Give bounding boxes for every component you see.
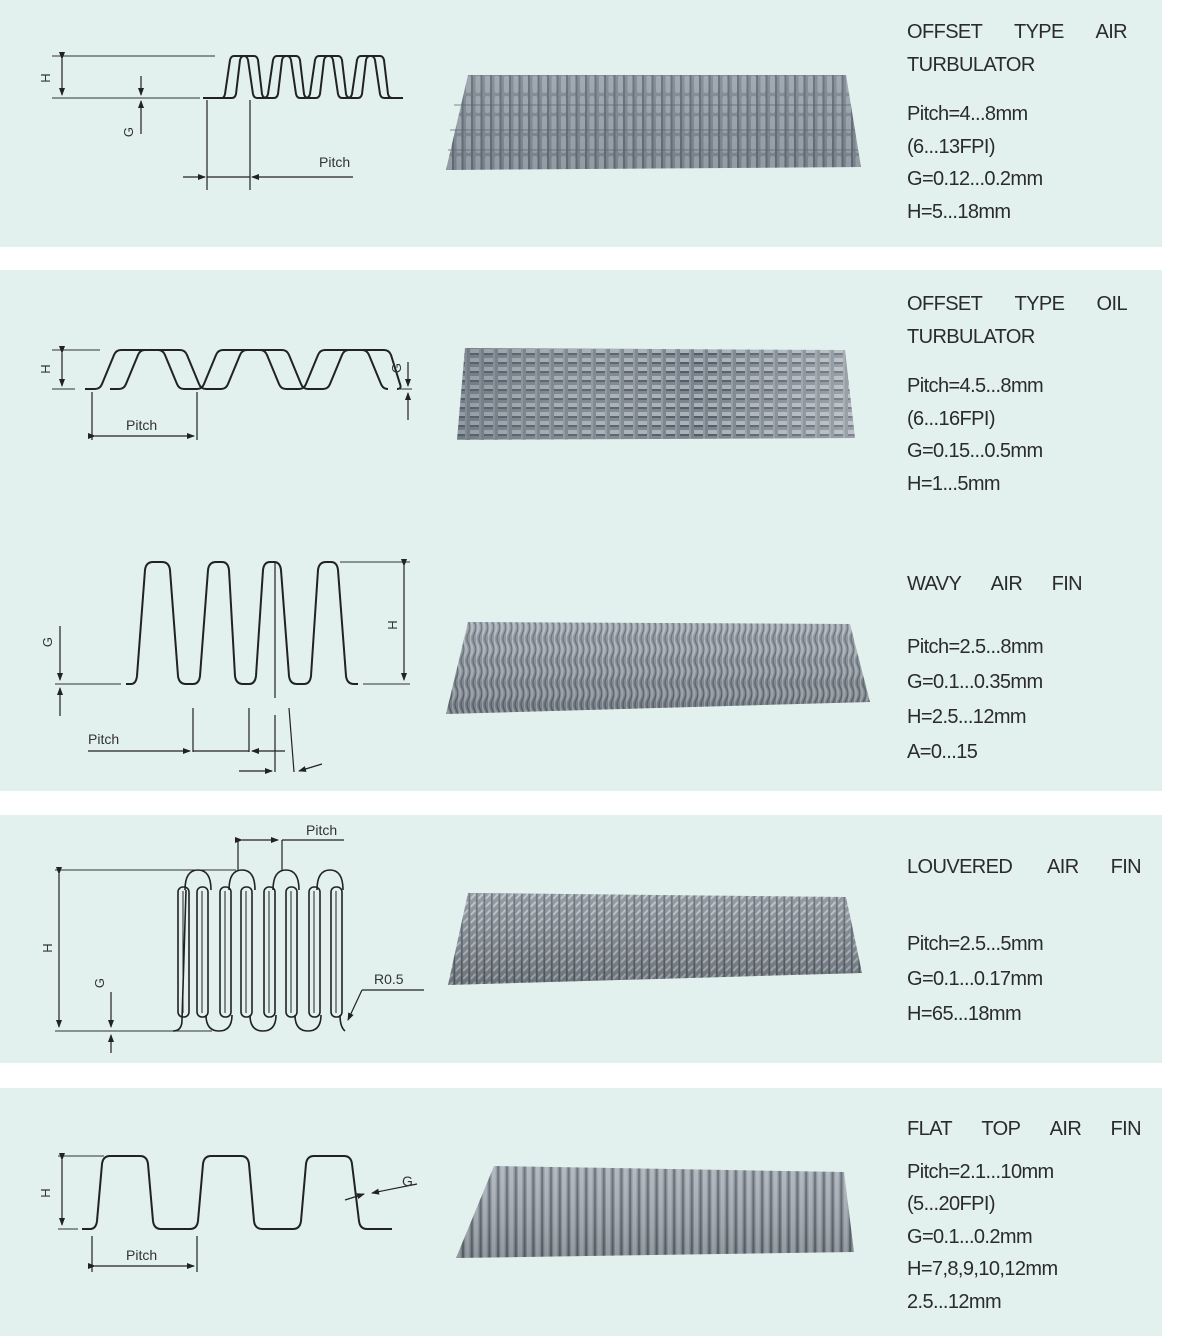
offset-air-profile-diagram: H G Pitch bbox=[0, 0, 420, 200]
panel-flat-top-air-fin: H G Pitch bbox=[0, 1088, 1162, 1336]
spec-pitch: Pitch=4...8mm bbox=[907, 103, 1028, 125]
spec-h: H=1...5mm bbox=[907, 472, 1001, 495]
wavy-air-fin-image bbox=[446, 622, 870, 714]
louvered-air-fin-image bbox=[448, 893, 862, 985]
panel-louvered-air-fin: H G Pitch R0.5 bbox=[0, 815, 1162, 1063]
pitch-label: Pitch bbox=[126, 417, 157, 433]
flat-top-fin-image bbox=[456, 1166, 856, 1258]
spec-h: H=5...18mm bbox=[907, 200, 1011, 223]
spec-g: G=0.1...0.35mm bbox=[907, 670, 1043, 693]
svg-text:G: G bbox=[121, 127, 136, 137]
spec-h: H=7,8,9,10,12mm bbox=[907, 1258, 1058, 1280]
svg-text:H: H bbox=[38, 1188, 53, 1197]
offset-air-fin-image bbox=[446, 75, 861, 170]
spec-angle: A=0...15 bbox=[907, 740, 978, 763]
svg-text:H: H bbox=[38, 73, 53, 82]
offset-air-specs: OFFSET TYPE AIR TURBULATOR Pitch=4...8mm… bbox=[907, 16, 1147, 228]
fin-title: LOUVERED AIR FIN bbox=[907, 856, 1142, 878]
fin-title: OFFSET TYPE OIL bbox=[907, 293, 1128, 315]
spec-g: G=0.15...0.5mm bbox=[907, 440, 1043, 462]
pitch-label: Pitch bbox=[88, 731, 119, 747]
svg-text:G: G bbox=[40, 637, 55, 647]
pitch-label: Pitch bbox=[126, 1247, 157, 1263]
spec-pitch: Pitch=4.5...8mm bbox=[907, 375, 1044, 397]
panel-offset-oil-turbulator: H G Pitch bbox=[0, 270, 1162, 530]
spec-g: G=0.12...0.2mm bbox=[907, 168, 1043, 190]
offset-oil-fin-image bbox=[455, 348, 855, 440]
flat-top-specs: FLAT TOP AIR FIN Pitch=2.1...10mm (5...2… bbox=[907, 1113, 1147, 1318]
fin-title: FLAT TOP AIR FIN bbox=[907, 1118, 1142, 1140]
spec-pitch: Pitch=2.5...8mm bbox=[907, 635, 1044, 658]
svg-text:G: G bbox=[402, 1173, 413, 1189]
spec-fpi: (5...20FPI) bbox=[907, 1193, 995, 1215]
panel-wavy-air-fin: H G Pitch bbox=[0, 530, 1162, 791]
fin-title: WAVY AIR FIN bbox=[907, 573, 1083, 595]
offset-oil-specs: OFFSET TYPE OIL TURBULATOR Pitch=4.5...8… bbox=[907, 288, 1147, 500]
louvered-air-profile-diagram: H G Pitch R0.5 bbox=[0, 815, 440, 1063]
svg-text:G: G bbox=[92, 978, 107, 988]
spec-fpi: (6...13FPI) bbox=[907, 135, 995, 158]
wavy-air-specs: WAVY AIR FIN Pitch=2.5...8mm G=0.1...0.3… bbox=[907, 568, 1147, 770]
louvered-air-specs: LOUVERED AIR FIN Pitch=2.5...5mm G=0.1..… bbox=[907, 851, 1147, 1032]
spec-g: G=0.1...0.17mm bbox=[907, 967, 1043, 990]
spec-h-range: 2.5...12mm bbox=[907, 1290, 1002, 1313]
fin-title: OFFSET TYPE AIR bbox=[907, 21, 1128, 43]
spec-h: H=2.5...12mm bbox=[907, 705, 1027, 728]
panel-offset-air-turbulator: H G Pitch bbox=[0, 0, 1162, 247]
flat-top-profile-diagram: H G Pitch bbox=[0, 1088, 430, 1336]
wavy-air-profile-diagram: H G Pitch bbox=[0, 530, 430, 791]
spec-pitch: Pitch=2.5...5mm bbox=[907, 932, 1044, 955]
spec-g: G=0.1...0.2mm bbox=[907, 1225, 1033, 1248]
offset-oil-profile-diagram: H G Pitch bbox=[0, 270, 430, 470]
spec-pitch: Pitch=2.1...10mm bbox=[907, 1160, 1054, 1183]
fin-title-line2: TURBULATOR bbox=[907, 53, 1035, 76]
spec-fpi: (6...16FPI) bbox=[907, 407, 995, 430]
svg-text:H: H bbox=[385, 620, 400, 629]
svg-text:H: H bbox=[38, 364, 53, 373]
pitch-label: Pitch bbox=[319, 154, 350, 170]
svg-text:H: H bbox=[40, 943, 55, 952]
radius-label: R0.5 bbox=[374, 971, 404, 987]
pitch-label: Pitch bbox=[306, 822, 337, 838]
svg-text:G: G bbox=[389, 363, 404, 373]
fin-title-line2: TURBULATOR bbox=[907, 325, 1035, 348]
spec-h: H=65...18mm bbox=[907, 1002, 1022, 1025]
